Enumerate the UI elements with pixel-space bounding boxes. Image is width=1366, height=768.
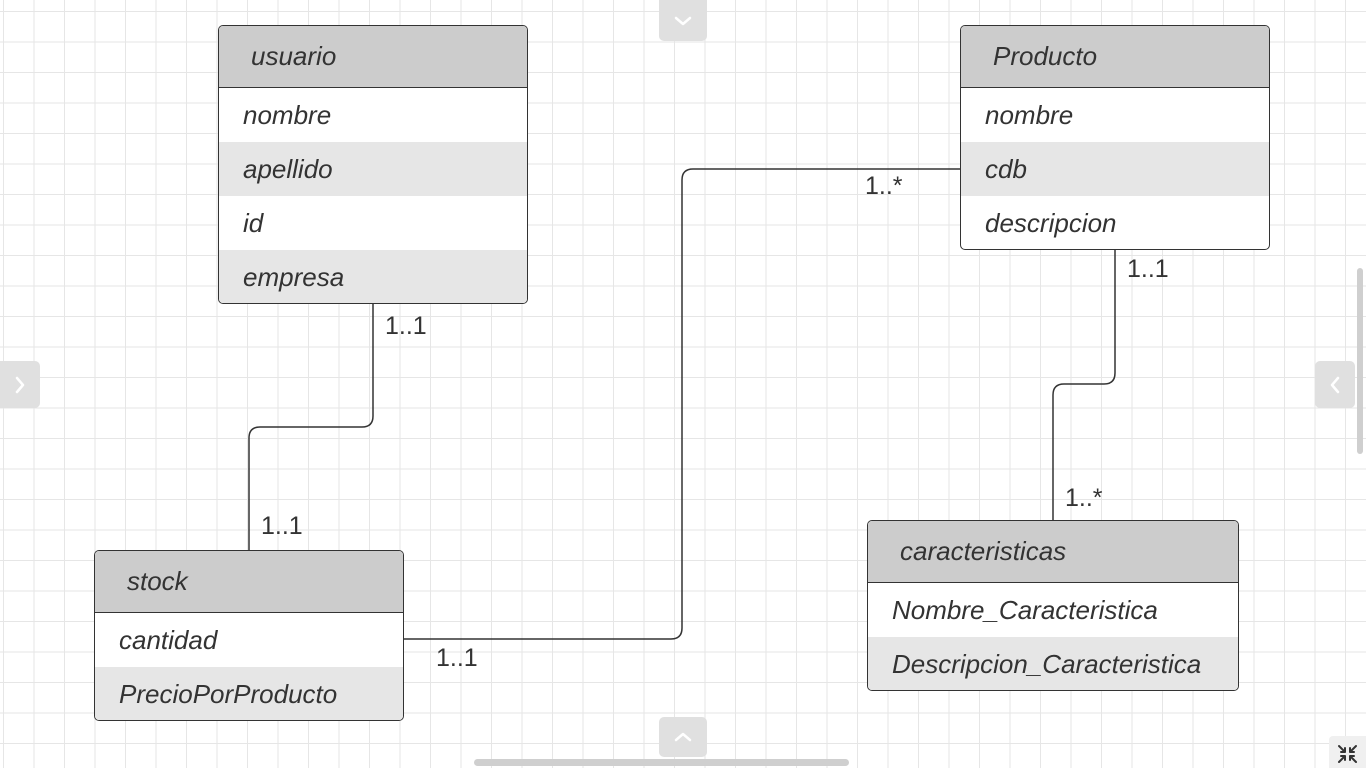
- collapse-arrows-icon: [1338, 745, 1357, 763]
- entity-caracteristicas-title: caracteristicas: [868, 521, 1238, 583]
- entity-stock[interactable]: stock cantidad PrecioPorProducto: [94, 550, 404, 721]
- field-caracteristicas-nombre[interactable]: Nombre_Caracteristica: [892, 594, 1158, 625]
- entity-caracteristicas[interactable]: caracteristicas Nombre_Caracteristica De…: [867, 520, 1239, 691]
- entity-stock-title: stock: [95, 551, 403, 613]
- field-stock-precioporproducto[interactable]: PrecioPorProducto: [95, 667, 403, 720]
- top-edge-tab[interactable]: [659, 0, 707, 41]
- chevron-up-icon: [674, 732, 692, 742]
- entity-producto-title: Producto: [961, 26, 1269, 88]
- entity-producto[interactable]: Producto nombre cdb descripcion: [960, 25, 1270, 250]
- entity-usuario[interactable]: usuario nombre apellido id empresa: [218, 25, 528, 304]
- entity-usuario-title: usuario: [219, 26, 527, 88]
- collapse-view-button[interactable]: [1329, 736, 1366, 768]
- chevron-left-icon: [1330, 376, 1340, 393]
- field-producto-cdb[interactable]: cdb: [961, 142, 1269, 196]
- field-producto-descripcion[interactable]: descripcion: [985, 207, 1117, 238]
- field-usuario-id[interactable]: id: [243, 207, 264, 238]
- left-edge-tab[interactable]: [0, 361, 40, 408]
- right-edge-tab[interactable]: [1315, 361, 1355, 408]
- chevron-down-icon: [674, 16, 692, 25]
- chevron-right-icon: [15, 376, 25, 393]
- vertical-scrollbar[interactable]: [1357, 268, 1363, 454]
- field-usuario-empresa[interactable]: empresa: [219, 250, 527, 303]
- horizontal-scrollbar[interactable]: [474, 759, 849, 766]
- bottom-edge-tab[interactable]: [659, 717, 707, 757]
- multiplicity-producto-left-end: 1..*: [865, 172, 903, 200]
- field-caracteristicas-descripcion[interactable]: Descripcion_Caracteristica: [868, 637, 1238, 690]
- multiplicity-stock-right-end: 1..1: [436, 644, 478, 672]
- connector-producto-caracteristicas[interactable]: [1052, 249, 1116, 521]
- field-producto-nombre[interactable]: nombre: [985, 99, 1074, 130]
- multiplicity-usuario-end: 1..1: [385, 312, 427, 340]
- multiplicity-producto-bottom-end: 1..1: [1127, 255, 1169, 283]
- multiplicity-caracteristicas-end: 1..*: [1065, 484, 1103, 512]
- field-stock-cantidad[interactable]: cantidad: [119, 624, 218, 655]
- multiplicity-stock-top-end: 1..1: [261, 512, 303, 540]
- field-usuario-nombre[interactable]: nombre: [243, 99, 332, 130]
- field-usuario-apellido[interactable]: apellido: [219, 142, 527, 196]
